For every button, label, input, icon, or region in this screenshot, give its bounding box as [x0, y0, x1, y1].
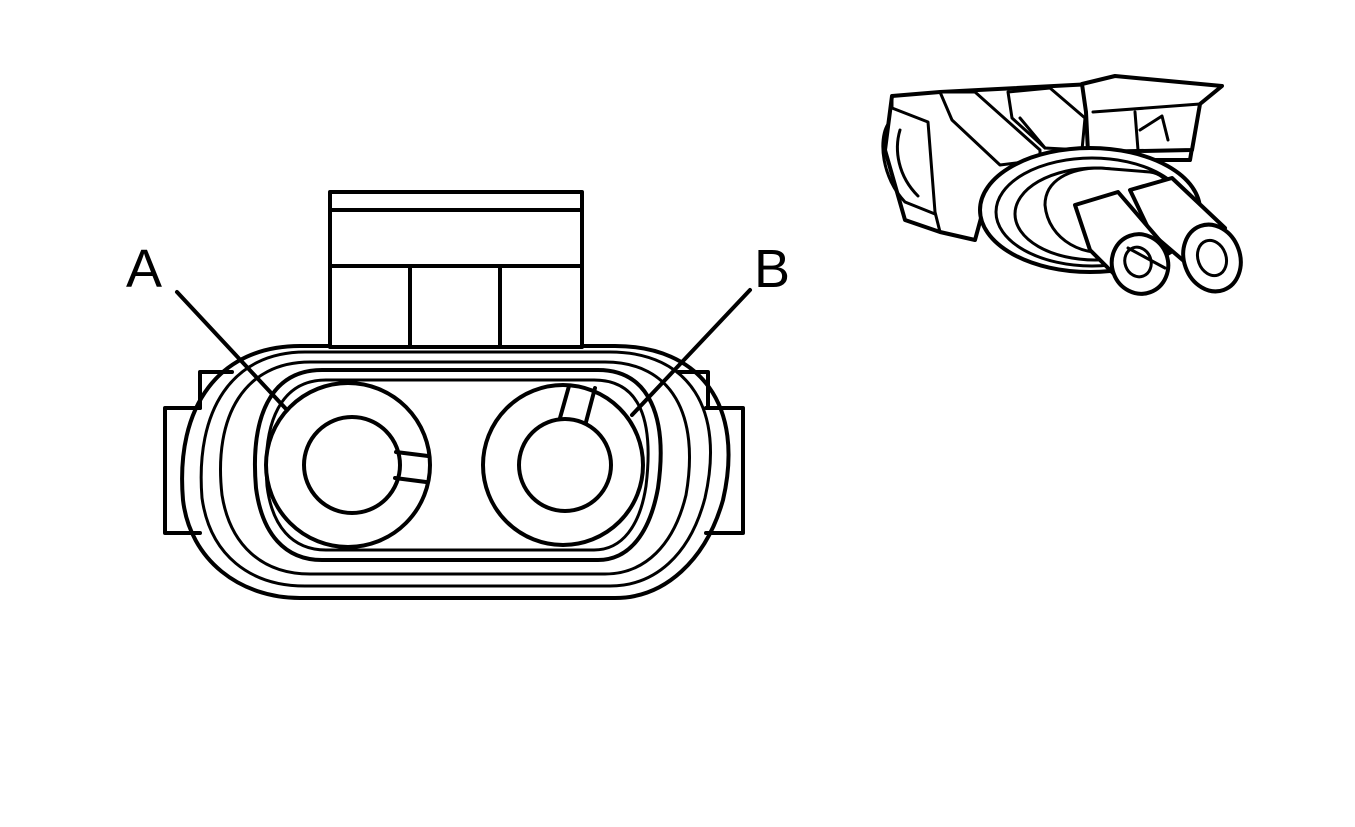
iso-side-lock-inner	[896, 128, 920, 198]
iso-latch-notch	[1138, 114, 1170, 142]
pin-b-label: B	[754, 239, 790, 299]
iso-shoulder-left	[890, 96, 942, 233]
cavity-b-key-left	[558, 384, 571, 420]
connector-face-view: A B	[126, 190, 790, 600]
iso-latch-edge-2	[1133, 110, 1140, 152]
pin-a-label: A	[126, 239, 162, 299]
cavity-a-outer	[264, 381, 432, 549]
cavity-a-key-top	[394, 450, 430, 458]
right-latch-step	[676, 370, 710, 410]
iso-side-lock	[881, 122, 937, 216]
iso-bracket-diagonal	[1018, 116, 1047, 150]
left-latch-tab	[163, 406, 202, 535]
iso-latch-lever	[1080, 74, 1224, 154]
pin-a-leader-line	[175, 290, 289, 412]
lock-tab	[328, 190, 584, 349]
terminal-seal-inner	[264, 378, 650, 552]
iso-latch-edge-1	[1091, 102, 1202, 114]
cavity-b-outer	[481, 383, 645, 547]
terminal-seal-rim	[253, 368, 663, 562]
iso-terminal-a-slot	[1126, 246, 1167, 270]
connector-isometric-view	[881, 74, 1243, 296]
housing-ring-1	[199, 350, 713, 588]
iso-terminal-b-end	[1181, 222, 1243, 294]
iso-terminal-a-end	[1109, 232, 1171, 296]
housing-ring-2	[219, 360, 691, 576]
right-latch-tab	[704, 406, 745, 535]
cavity-b-key-right	[584, 386, 597, 424]
cavity-b-terminal	[517, 417, 613, 513]
iso-terminal-a-bore	[1123, 245, 1153, 279]
housing-outer-outline	[180, 344, 731, 600]
pin-b-leader-line	[630, 288, 752, 417]
iso-terminal-b-bore	[1195, 238, 1229, 278]
cavity-a-terminal	[302, 415, 402, 515]
cavity-a-key-bottom	[393, 476, 428, 484]
